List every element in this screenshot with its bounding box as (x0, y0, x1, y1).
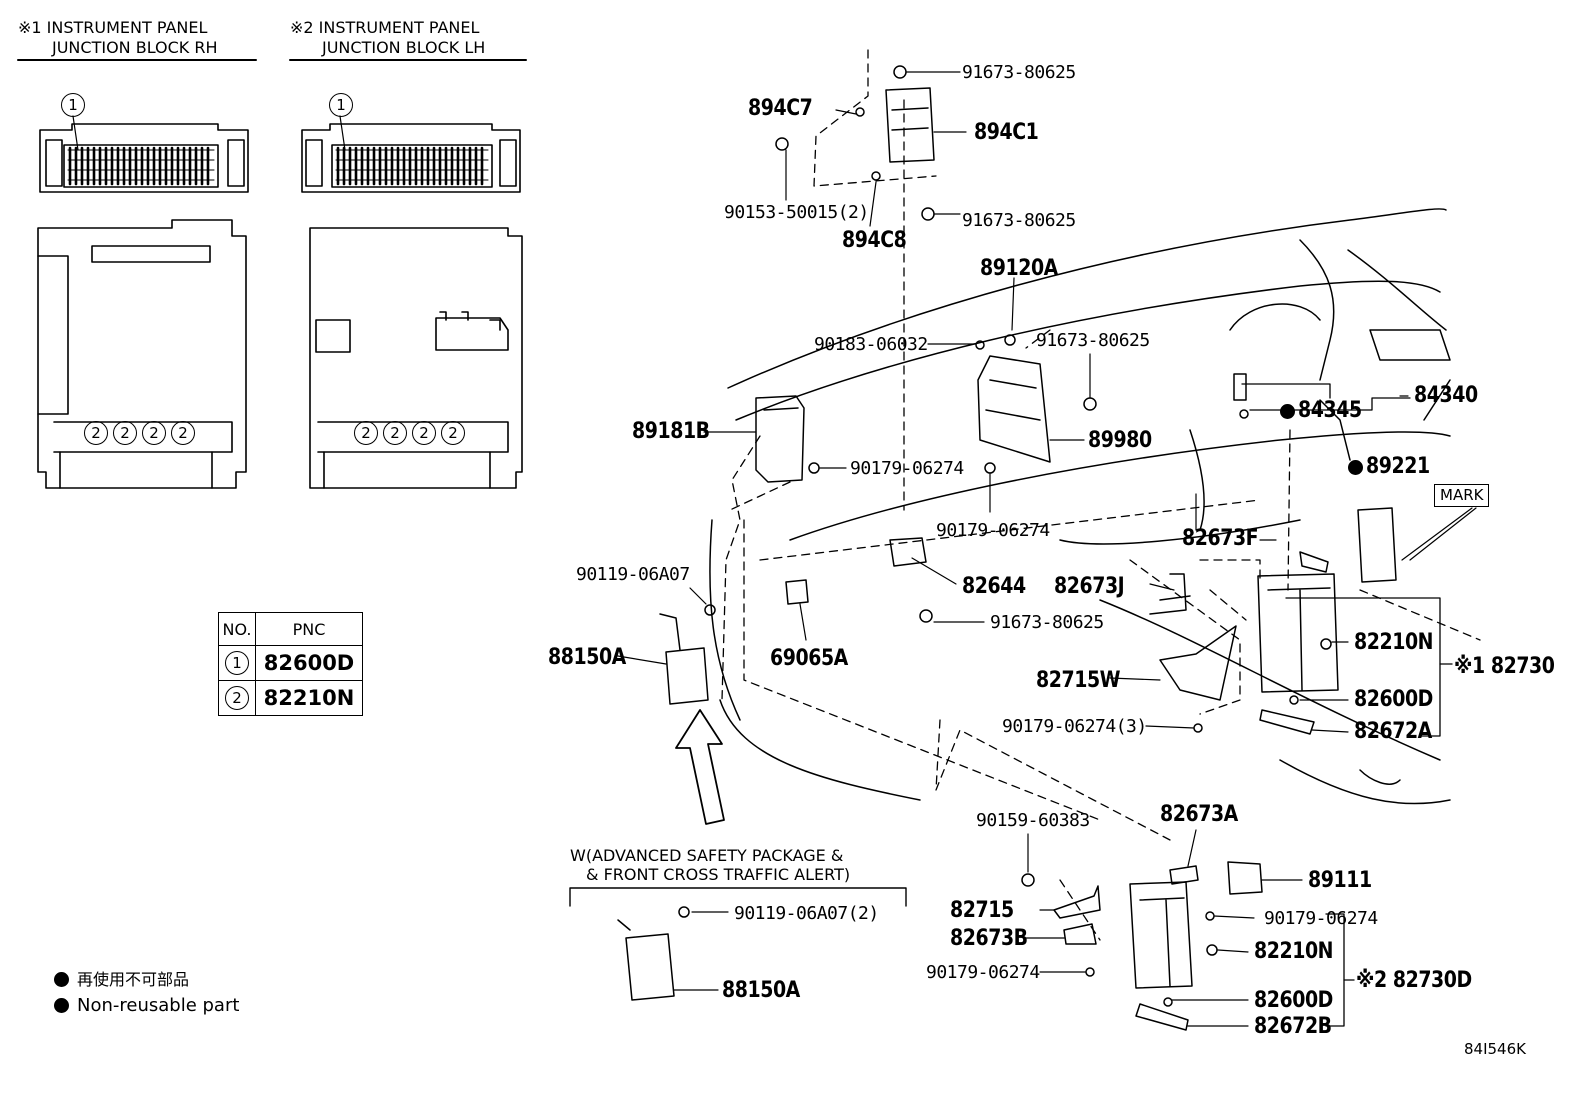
part-label-82673B: 82673B (950, 926, 1028, 951)
part-label-91673-80625: 91673-80625 (962, 210, 1076, 231)
part-label-88150A: 88150A (722, 978, 800, 1003)
non-reusable-dot-icon (1348, 460, 1363, 476)
part-label-88150A: 88150A (548, 645, 626, 670)
legend-jp: 再使用不可部品 (54, 972, 189, 988)
option-note-line1: W(ADVANCED SAFETY PACKAGE & (570, 846, 844, 865)
part-label-82673A: 82673A (1160, 802, 1238, 827)
part-label-82673F: 82673F (1182, 526, 1259, 551)
part-label-69065A: 69065A (770, 646, 848, 671)
non-reusable-dot-icon (54, 998, 69, 1013)
legend-en: Non-reusable part (54, 997, 239, 1015)
junction-block-lh-front-view (309, 227, 523, 489)
instrument-panel-body (709, 208, 1451, 805)
lh-marker-1: 1 (329, 93, 353, 117)
pnc-row-no: 1 (225, 651, 249, 675)
part-label-90183-06032: 90183-06032 (814, 334, 928, 355)
part-label-89980: 89980 (1088, 428, 1152, 453)
option-note-line2: & FRONT CROSS TRAFFIC ALERT) (586, 865, 851, 884)
rh-marker-2: 2 (113, 421, 137, 445)
pnc-header-no: NO. (218, 612, 256, 646)
junction-rh-title-line1: ※1 INSTRUMENT PANEL (18, 18, 208, 37)
mark-box: MARK (1434, 484, 1490, 507)
part-label-89120A: 89120A (980, 256, 1058, 281)
dashed-lines (721, 49, 1481, 941)
pnc-table-header: NO. PNC (218, 612, 363, 646)
part-label-90153-50015: 90153-50015(2) (724, 202, 869, 223)
non-reusable-dot-icon (1280, 404, 1295, 420)
non-reusable-dot-icon (54, 972, 69, 987)
part-label-82715: 82715 (950, 898, 1014, 923)
part-label-82210N: 82210N (1354, 630, 1434, 655)
option-group-bracket (569, 887, 907, 907)
legend-en-text: Non-reusable part (77, 995, 240, 1016)
part-label-82672B: 82672B (1254, 1014, 1332, 1039)
part-label-90179-06274: 90179-06274 (926, 962, 1040, 983)
table-row: 2 82210N (218, 680, 363, 716)
part-label-90179-06274: 90179-06274 (936, 520, 1050, 541)
rh-marker-2: 2 (171, 421, 195, 445)
pnc-row-value: 82600D (255, 645, 363, 681)
part-label-82644: 82644 (962, 574, 1026, 599)
part-label-84345: 84345 (1298, 398, 1362, 423)
junction-lh-title-line1: ※2 INSTRUMENT PANEL (290, 18, 480, 37)
part-label-82715W: 82715W (1036, 668, 1121, 693)
rh-marker-2: 2 (142, 421, 166, 445)
leader-lines (617, 71, 1477, 1027)
part-label-90119-06A07-2: 90119-06A07(2) (734, 903, 879, 924)
part-label-82730: ※1 82730 (1454, 654, 1555, 679)
part-label-90159-60383: 90159-60383 (976, 810, 1090, 831)
figure-id: 84I546K (1464, 1040, 1526, 1058)
junction-block-rh-front-view (37, 219, 247, 489)
part-label-90179-06274-3: 90179-06274(3) (1002, 716, 1147, 737)
part-label-91673-80625: 91673-80625 (1036, 330, 1150, 351)
part-label-894C8: 894C8 (842, 228, 907, 253)
rh-marker-1: 1 (61, 93, 85, 117)
part-label-89111: 89111 (1308, 868, 1372, 893)
part-label-82730D: ※2 82730D (1356, 968, 1472, 993)
part-label-91673-80625: 91673-80625 (990, 612, 1104, 633)
lh-marker-2: 2 (441, 421, 465, 445)
part-label-90179-06274: 90179-06274 (1264, 908, 1378, 929)
part-label-90119-06A07: 90119-06A07 (576, 564, 690, 585)
view-direction-arrow (675, 709, 725, 825)
lh-marker-2: 2 (383, 421, 407, 445)
rh-marker1-leader (72, 115, 79, 151)
part-label-894C7: 894C7 (748, 96, 813, 121)
part-label-91673-80625: 91673-80625 (962, 62, 1076, 83)
junction-lh-title-line2: JUNCTION BLOCK LH (322, 38, 486, 57)
part-label-90179-06274: 90179-06274 (850, 458, 964, 479)
table-row: 1 82600D (218, 645, 363, 681)
part-label-89221: 89221 (1366, 454, 1430, 479)
part-label-82210N: 82210N (1254, 939, 1334, 964)
part-label-84340: 84340 (1414, 383, 1478, 408)
lh-marker-2: 2 (354, 421, 378, 445)
rh-marker-2: 2 (84, 421, 108, 445)
junction-rh-title-line2: JUNCTION BLOCK RH (52, 38, 218, 57)
part-label-82672A: 82672A (1354, 719, 1432, 744)
pnc-header-pnc: PNC (255, 612, 363, 646)
part-label-82600D: 82600D (1354, 687, 1433, 712)
lh-marker1-leader (339, 115, 346, 151)
part-label-82673J: 82673J (1054, 574, 1125, 599)
component-sketches (617, 65, 1397, 1031)
pnc-table: NO. PNC 1 82600D 2 82210N (218, 612, 363, 716)
pnc-row-no: 2 (225, 686, 249, 710)
pnc-row-value: 82210N (255, 680, 363, 716)
part-label-82600D: 82600D (1254, 988, 1333, 1013)
legend-jp-text: 再使用不可部品 (77, 970, 190, 989)
lh-marker-2: 2 (412, 421, 436, 445)
group-brackets (1241, 383, 1453, 1027)
part-label-894C1: 894C1 (974, 120, 1039, 145)
part-label-89181B: 89181B (632, 419, 710, 444)
junction-block-rh-top-view (39, 123, 249, 193)
junction-block-lh-top-view (301, 123, 521, 193)
